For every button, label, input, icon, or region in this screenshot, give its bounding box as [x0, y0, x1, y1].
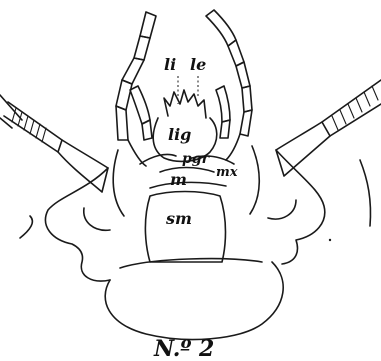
label-pgr: pgr	[182, 151, 211, 167]
left-labial-palp	[116, 12, 156, 166]
right-antenna	[276, 80, 381, 241]
left-antenna	[0, 95, 108, 238]
right-labial-palp	[206, 10, 252, 160]
label-lig: lig	[168, 125, 191, 144]
label-li: li	[164, 55, 176, 74]
label-m: m	[170, 170, 187, 189]
label-le: le	[190, 55, 206, 74]
label-mx: mx	[216, 165, 238, 180]
label-sm: sm	[165, 209, 192, 228]
figure-caption: N.º 2	[153, 336, 214, 361]
